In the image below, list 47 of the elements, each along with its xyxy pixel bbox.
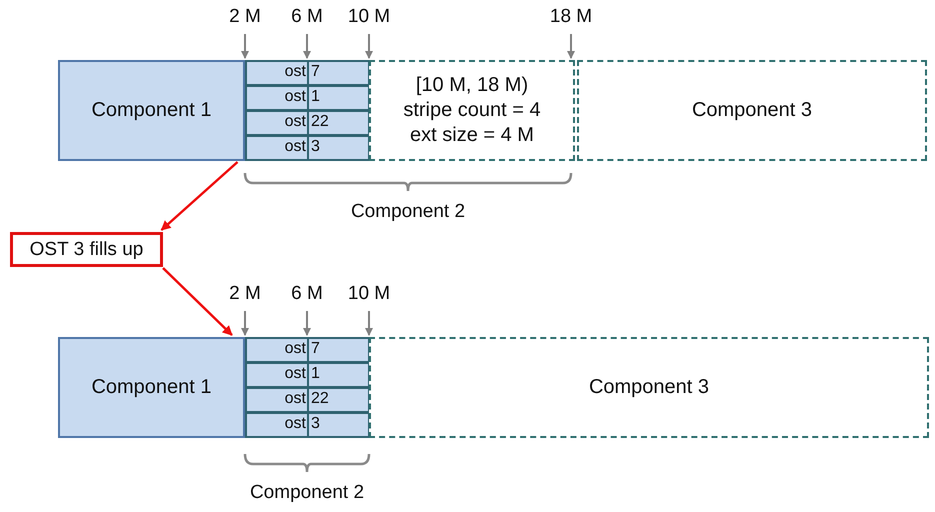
ost-index: 7 xyxy=(311,340,320,358)
ost-label: ost xyxy=(284,88,306,106)
ost-label: ost xyxy=(284,415,306,433)
ost-index: 3 xyxy=(311,415,320,433)
component-label: Component 3 xyxy=(692,99,812,122)
offset-label: 6 M xyxy=(291,283,323,305)
component-label: [10 M, 18 M) stripe count = 4 ext size = 4 M xyxy=(402,73,542,148)
component-label: Component 2 xyxy=(350,201,466,223)
ost-index: 22 xyxy=(311,390,329,408)
component-box xyxy=(577,60,927,161)
stripe-row xyxy=(245,412,370,438)
ost-index: 3 xyxy=(311,138,320,156)
component-box xyxy=(369,60,575,161)
ost-label: ost xyxy=(284,63,306,81)
callout-text: OST 3 fills up xyxy=(30,238,144,260)
arrow xyxy=(162,267,233,336)
stripe-row xyxy=(245,135,370,161)
offset-label: 10 M xyxy=(348,283,390,305)
ost-label: ost xyxy=(284,113,306,131)
component-label: Component 3 xyxy=(588,376,710,399)
component-box xyxy=(58,337,245,438)
ost-index: 1 xyxy=(311,365,320,383)
offset-label: 6 M xyxy=(291,6,323,28)
component-box xyxy=(369,337,929,438)
component-label: Component 1 xyxy=(91,99,212,122)
stripe-row xyxy=(245,387,370,413)
offset-label: 2 M xyxy=(229,6,261,28)
stripe-row xyxy=(245,362,370,388)
ost-label: ost xyxy=(284,138,306,156)
stripe-row xyxy=(245,337,370,363)
ost-label: ost xyxy=(284,365,306,383)
callout-box xyxy=(10,232,163,267)
component-box xyxy=(58,60,245,161)
stripe-row xyxy=(245,60,370,86)
arrow xyxy=(160,161,238,231)
component-label: Component 2 xyxy=(250,482,364,504)
stripe-row xyxy=(245,85,370,111)
ost-label: ost xyxy=(284,390,306,408)
offset-label: 18 M xyxy=(550,6,592,28)
ost-index: 22 xyxy=(311,113,329,131)
ost-label: ost xyxy=(284,340,306,358)
offset-label: 2 M xyxy=(229,283,261,305)
ost-index: 1 xyxy=(311,88,320,106)
component-label: Component 1 xyxy=(91,376,212,399)
offset-label: 10 M xyxy=(348,6,390,28)
stripe-row xyxy=(245,110,370,136)
ost-index: 7 xyxy=(311,63,320,81)
